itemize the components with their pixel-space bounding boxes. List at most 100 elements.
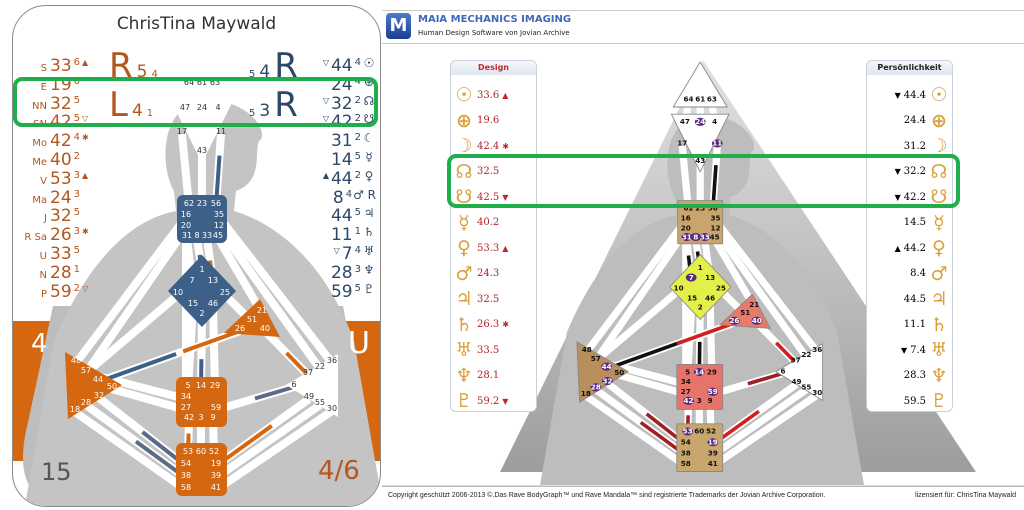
gate-number: 26 bbox=[50, 225, 72, 246]
gate-label: 15 bbox=[687, 294, 697, 303]
fixing-mark: ▲ bbox=[82, 58, 89, 67]
gate-label: 31 bbox=[682, 232, 692, 241]
gate-label: 20 bbox=[681, 223, 691, 232]
gate-label: 42 bbox=[184, 413, 194, 422]
planet-label: R Sa bbox=[24, 232, 47, 244]
line-number: 4 bbox=[354, 245, 361, 256]
gate-label: 30 bbox=[812, 388, 822, 397]
line-number: 2 bbox=[354, 169, 361, 181]
planet-symbol-icon: ☽ bbox=[455, 135, 473, 157]
activated-gate-line-40 bbox=[285, 351, 310, 377]
line-number: 2 bbox=[354, 113, 361, 125]
gate-label: 23 bbox=[695, 204, 705, 213]
design-activation-row: ♀53.3▲ bbox=[451, 236, 536, 260]
activation-value: 7.4 bbox=[910, 344, 926, 356]
gate-label: 59 bbox=[708, 387, 718, 396]
planet-label: Me bbox=[32, 157, 47, 168]
gate-label: 52 bbox=[706, 427, 716, 436]
gate-label: 61 bbox=[695, 95, 705, 104]
gate-label: 56 bbox=[708, 204, 718, 213]
fixing-mark: ▽ bbox=[82, 114, 89, 124]
variable-color: 4 bbox=[131, 101, 143, 121]
activation-value: 24.4 bbox=[903, 115, 926, 126]
gate-label: 25 bbox=[220, 288, 230, 297]
fixing-mark: ▼ bbox=[894, 90, 901, 100]
gate-number: 32 bbox=[50, 93, 72, 114]
gate-label: 53 bbox=[183, 447, 193, 456]
planet-symbol-icon: ♄ bbox=[930, 313, 948, 336]
gate-label: 1 bbox=[698, 263, 703, 272]
gate-label: 59 bbox=[211, 403, 221, 412]
gate-label: 16 bbox=[181, 210, 191, 219]
gate-label: 60 bbox=[694, 427, 704, 436]
fixing-mark: ▽ bbox=[82, 283, 89, 293]
activated-gate-line-44 bbox=[182, 329, 241, 354]
activated-gate-line-59 bbox=[747, 371, 784, 386]
active-gate-marker bbox=[711, 139, 723, 148]
gate-label: 36 bbox=[812, 345, 822, 354]
gate-label: 22 bbox=[315, 362, 325, 371]
gate-label: 40 bbox=[260, 324, 270, 333]
gate-label: 58 bbox=[681, 459, 691, 468]
channel-18-58 bbox=[583, 392, 688, 470]
gate-label: 38 bbox=[181, 471, 191, 480]
gate-label: 1 bbox=[199, 265, 204, 274]
planet-symbol-icon: ♃ bbox=[455, 288, 473, 310]
gate-number: 44 bbox=[330, 168, 353, 189]
planet-symbol-icon: ♀ bbox=[457, 237, 471, 259]
activation-value: 32.5 bbox=[477, 166, 500, 177]
gate-label: 25 bbox=[716, 284, 726, 293]
gate-label: 49 bbox=[304, 392, 314, 401]
active-gate-marker bbox=[699, 233, 711, 242]
gate-label: 55 bbox=[315, 398, 325, 407]
planet-symbol-icon: ♂ bbox=[930, 262, 948, 285]
gate-label: 2 bbox=[698, 303, 703, 312]
gate-label: 12 bbox=[214, 221, 224, 230]
gate-label: 19 bbox=[211, 459, 221, 468]
gate-label: 5 bbox=[685, 367, 690, 376]
gate-label: 10 bbox=[674, 284, 684, 293]
profile-label: 4/6 bbox=[318, 456, 360, 486]
activated-gate-line-26 bbox=[97, 352, 177, 384]
gate-label: 44 bbox=[93, 375, 103, 384]
planet-symbol-icon: ♅ bbox=[930, 339, 948, 361]
gate-label: 61 bbox=[197, 78, 207, 87]
fixing-mark: ▲ bbox=[322, 170, 329, 180]
activation-value: 24.3 bbox=[477, 268, 500, 279]
gate-label: 15 bbox=[188, 299, 198, 308]
gate-label: 48 bbox=[71, 356, 81, 365]
gate-label: 29 bbox=[210, 381, 220, 390]
planet-symbol-icon: ☿ bbox=[365, 150, 373, 164]
line-number: 4 bbox=[354, 75, 361, 87]
root-center bbox=[676, 423, 724, 472]
app-header: M MAIA MECHANICS IMAGING Human Design So… bbox=[382, 10, 1024, 44]
gate-label: 6 bbox=[291, 380, 296, 389]
planet-symbol-icon: ☊ bbox=[455, 160, 473, 183]
line-number: 2 bbox=[354, 94, 361, 106]
gate-number: 42 bbox=[50, 131, 72, 152]
fixing-mark: ▲ bbox=[82, 170, 89, 180]
highlight-box-left bbox=[13, 77, 378, 127]
head-center bbox=[672, 61, 728, 108]
activation-value: 26.3 bbox=[477, 319, 500, 330]
gate-label: 23 bbox=[197, 199, 207, 208]
active-gate-marker bbox=[729, 316, 740, 325]
design-activation-row: ♂24.3 bbox=[451, 262, 536, 286]
gate-label: 11 bbox=[216, 127, 226, 136]
design-activation-row: ☿40.2 bbox=[451, 211, 536, 235]
design-panel: Design ☉33.6▲⊕19.6☽42.4✱☊32.5☋42.5▼☿40.2… bbox=[450, 60, 537, 412]
channel-16-48 bbox=[72, 214, 190, 366]
planet-symbol-icon: ☋ bbox=[930, 186, 948, 208]
line-number: 4 bbox=[345, 188, 353, 200]
gate-label: 33 bbox=[700, 232, 710, 241]
planet-symbol-icon: ☉ bbox=[930, 84, 948, 106]
gate-label: 28 bbox=[591, 383, 601, 392]
gate-label: 26 bbox=[729, 316, 739, 325]
